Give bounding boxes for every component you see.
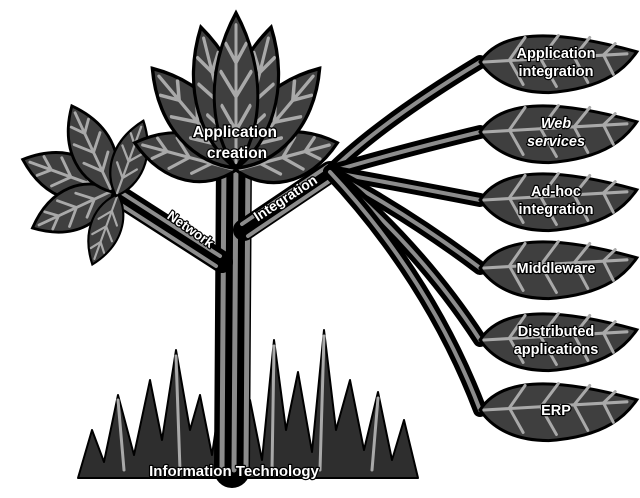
trunk — [214, 142, 252, 488]
branch-core-application-integration — [328, 60, 482, 174]
trunk-label-line: Application — [193, 124, 277, 141]
integration-fan — [323, 55, 487, 417]
integration-branch — [233, 55, 487, 417]
leaf-label-web-services: Web services — [527, 116, 585, 150]
leaf-label-application-integration: Application integration — [517, 46, 596, 80]
leaf-label-line: integration — [519, 202, 594, 218]
leaf-label-line: Ad-hoc — [531, 184, 581, 200]
leaf-label-line: Middleware — [517, 261, 596, 277]
branch-erp — [323, 165, 487, 417]
leaf-label-line: applications — [514, 342, 599, 358]
crown-leaf-cluster — [127, 13, 346, 195]
leaf-label-line: services — [527, 134, 585, 150]
leaf-label-distributed-applications: Distributed applications — [514, 324, 599, 358]
trunk-label: Application creation — [193, 124, 282, 162]
trunk-label-line: creation — [207, 145, 267, 162]
leaf-label-middleware: Middleware — [517, 261, 596, 277]
leaf-label-line: integration — [519, 64, 594, 80]
leaf-label-line: Web — [541, 116, 571, 132]
leaf-label-line: Distributed — [518, 324, 595, 340]
branch-core-erp — [328, 170, 482, 412]
left-leaf-cluster — [13, 95, 160, 271]
base-label: Information Technology — [149, 463, 319, 480]
leaf-label-ad-hoc-integration: Ad-hoc integration — [519, 184, 594, 218]
leaf-label-line: ERP — [541, 403, 571, 419]
right-leaf-group — [478, 33, 639, 443]
leaf-label-line: Application — [517, 46, 596, 62]
leaf-label-erp: ERP — [541, 403, 571, 419]
